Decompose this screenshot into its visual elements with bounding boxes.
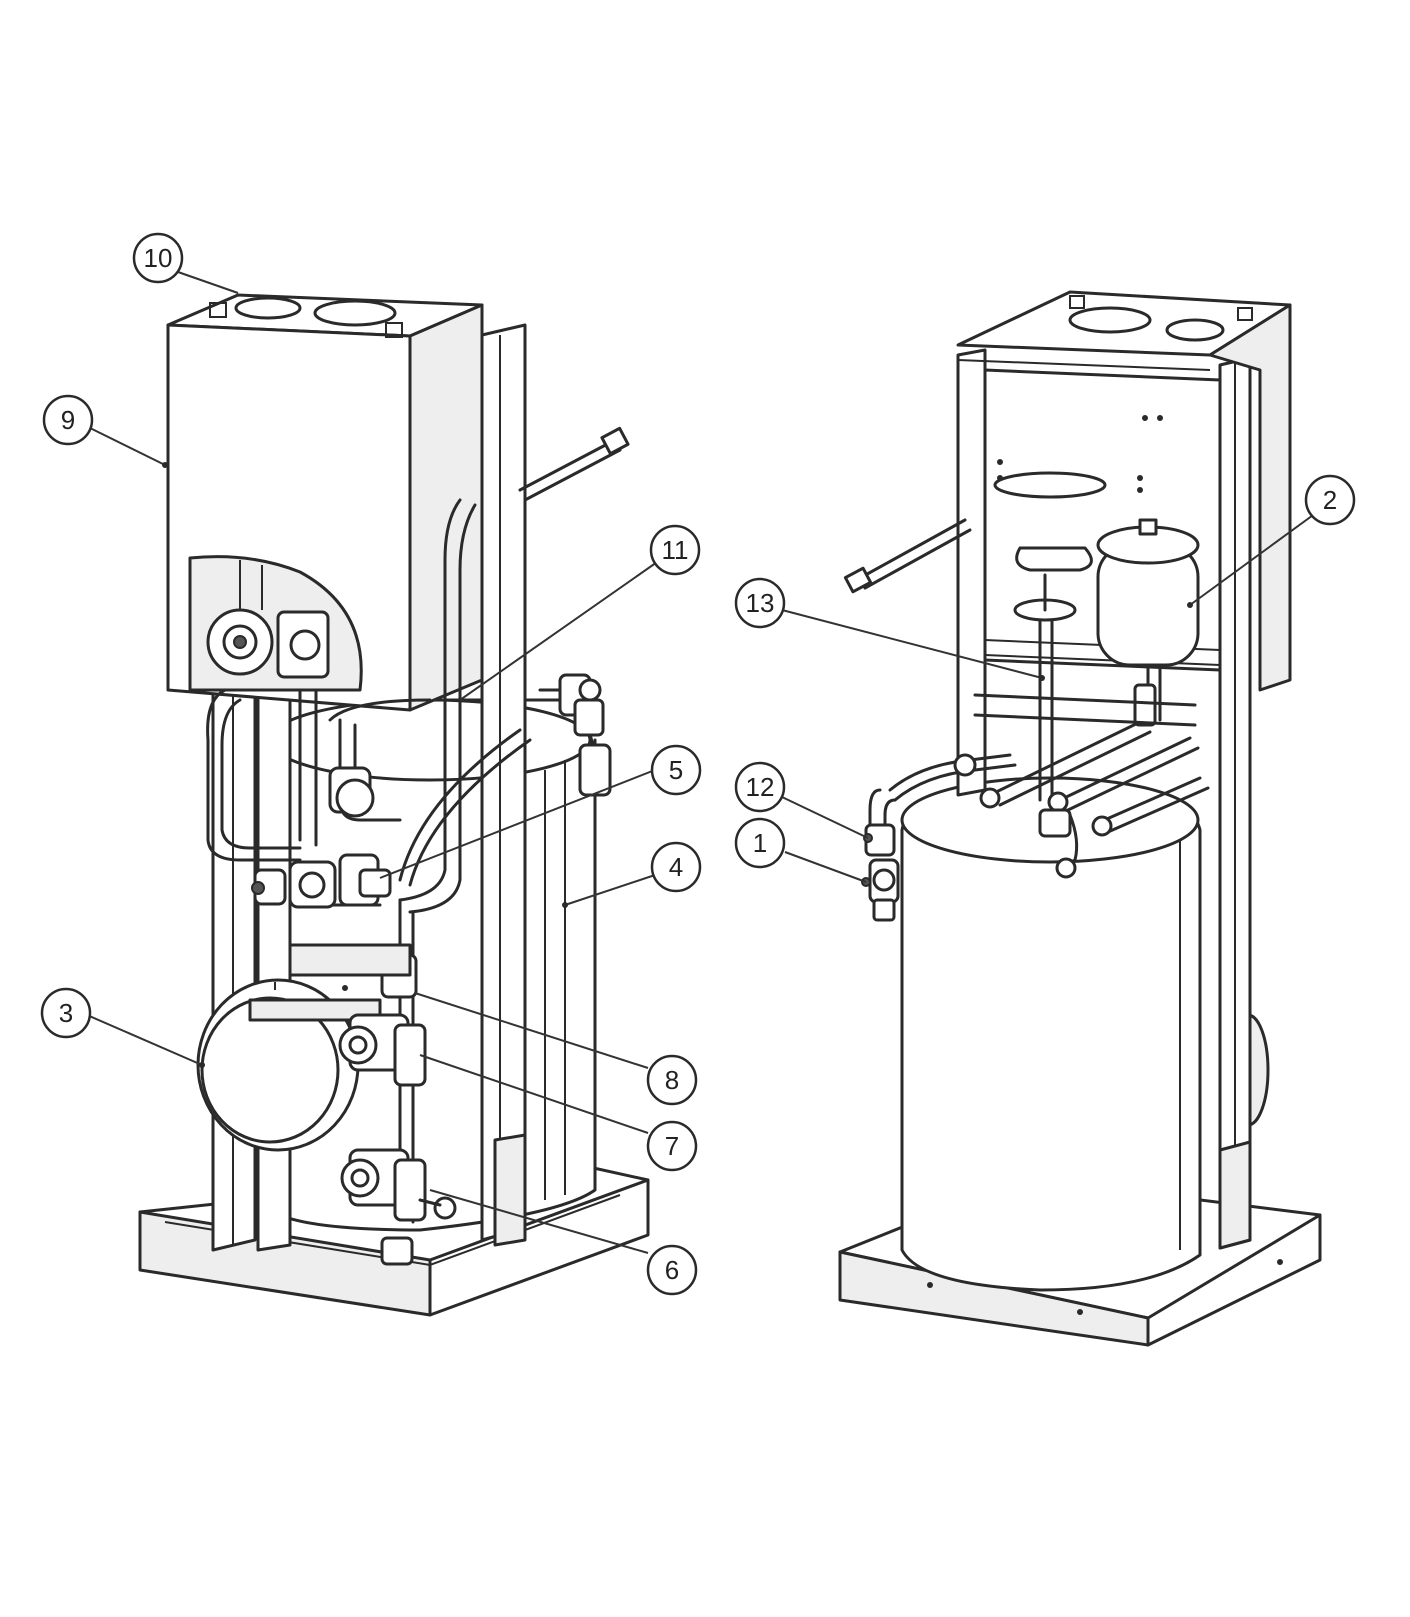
callout-9: 9 <box>42 394 94 446</box>
callout-2-label: 2 <box>1323 485 1337 515</box>
callout-8: 8 <box>646 1054 698 1106</box>
callout-1: 1 <box>734 817 786 869</box>
callout-7: 7 <box>646 1120 698 1172</box>
right-diagonal-rod <box>843 518 972 594</box>
callout-13-label: 13 <box>746 588 775 618</box>
callout-4: 4 <box>650 841 702 893</box>
callout-10-label: 10 <box>144 243 173 273</box>
right-expansion-vessel <box>1096 518 1200 722</box>
callout-2: 2 <box>1304 474 1356 526</box>
callout-11-label: 11 <box>662 535 689 565</box>
callout-12-label: 12 <box>746 772 775 802</box>
callout-6: 6 <box>646 1244 698 1296</box>
callout-5-label: 5 <box>669 755 683 785</box>
left-top-cabinet <box>166 293 484 712</box>
callout-1-label: 1 <box>753 828 767 858</box>
callout-6-label: 6 <box>665 1255 679 1285</box>
callout-3: 3 <box>40 987 92 1039</box>
callout-4-label: 4 <box>669 852 683 882</box>
callout-9-label: 9 <box>61 405 75 435</box>
callout-11: 11 <box>649 524 701 576</box>
right-unit-rear-view <box>838 290 1322 1347</box>
right-safety-group <box>861 788 900 922</box>
callout-13: 13 <box>734 577 786 629</box>
callout-7-label: 7 <box>665 1131 679 1161</box>
callout-8-label: 8 <box>665 1065 679 1095</box>
leader-lines <box>86 271 1321 1254</box>
callout-5: 5 <box>650 744 702 796</box>
left-diagonal-rod <box>518 426 630 502</box>
left-side-fittings <box>538 673 612 797</box>
right-top-pipes <box>888 683 1210 879</box>
right-anode-rod <box>1013 573 1077 802</box>
left-expansion-vessel <box>196 978 382 1152</box>
callout-12: 12 <box>734 761 786 813</box>
right-frame-columns <box>956 348 1252 1250</box>
callout-3-label: 3 <box>59 998 73 1028</box>
right-top-cabinet <box>956 290 1292 692</box>
left-strainer <box>288 943 418 999</box>
left-unit-front-view <box>138 293 650 1317</box>
left-pumps <box>338 1013 457 1266</box>
callout-10: 10 <box>132 232 184 284</box>
